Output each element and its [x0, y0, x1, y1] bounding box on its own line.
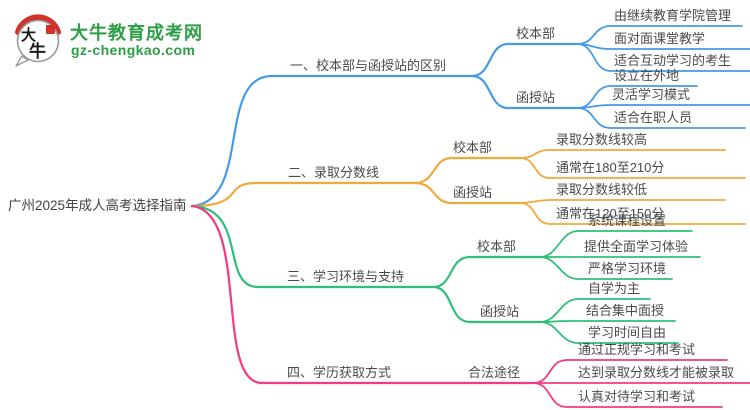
leaf: 结合集中面授 [586, 303, 665, 318]
leaf: 灵活学习模式 [612, 87, 691, 102]
leaf: 适合在职人员 [614, 110, 693, 125]
logo-char-bottom: 牛 [29, 41, 46, 62]
leaf: 面对面课堂教学 [614, 31, 706, 46]
leaf: 自学为主 [588, 281, 641, 296]
logo-char-top: 大 [21, 26, 36, 44]
brand-domain: gz-chengkao.com [71, 42, 196, 58]
site-logo[interactable]: 大 牛 大牛教育成考网 gz-chengkao.com [10, 10, 240, 68]
leaf: 通过正规学习和考试 [578, 342, 696, 357]
leaf: 录取分数线较高 [556, 132, 648, 147]
leaf: 适合互动学习的考生 [614, 53, 732, 68]
leaf: 严格学习环境 [588, 261, 667, 276]
branch4-pink-connectors [190, 204, 750, 408]
branch3-green-connectors [190, 204, 701, 344]
central-topic: 广州2025年成人高考选择指南 [8, 198, 187, 213]
leaf: 通常在180至210分 [556, 160, 665, 175]
leaf: 录取分数线较低 [556, 182, 648, 197]
branch1-sub-campus: 校本部 [516, 26, 556, 41]
leaf: 由继续教育学院管理 [614, 8, 732, 23]
brand-name: 大牛教育成考网 [70, 23, 203, 43]
leaf: 认真对待学习和考试 [578, 389, 696, 404]
branch3-sub-station: 函授站 [480, 304, 520, 319]
branch1-topic: 一、校本部与函授站的区别 [290, 58, 447, 73]
leaf: 系统课程设置 [588, 213, 667, 228]
branch2-topic: 二、录取分数线 [288, 165, 380, 180]
branch3-sub-campus: 校本部 [477, 239, 517, 254]
leaf: 达到录取分数线才能被录取 [578, 365, 735, 380]
bull-logo-icon: 大 牛 [15, 14, 61, 67]
branch3-topic: 三、学习环境与支持 [287, 269, 405, 284]
branch2-sub-station: 函授站 [453, 185, 493, 200]
branch2-sub-campus: 校本部 [453, 140, 493, 155]
branch4-sub-legal: 合法途径 [468, 365, 521, 380]
leaf: 通常在120至150分 [556, 206, 665, 221]
leaf: 学习时间自由 [588, 325, 667, 340]
leaf: 提供全面学习体验 [584, 239, 689, 254]
branch1-sub-station: 函授站 [516, 90, 556, 105]
branch2-orange-connectors [190, 149, 746, 225]
leaf: 设立在外地 [614, 68, 680, 83]
branch4-topic: 四、学历获取方式 [287, 365, 392, 380]
branch1-blue-connectors [190, 25, 750, 208]
